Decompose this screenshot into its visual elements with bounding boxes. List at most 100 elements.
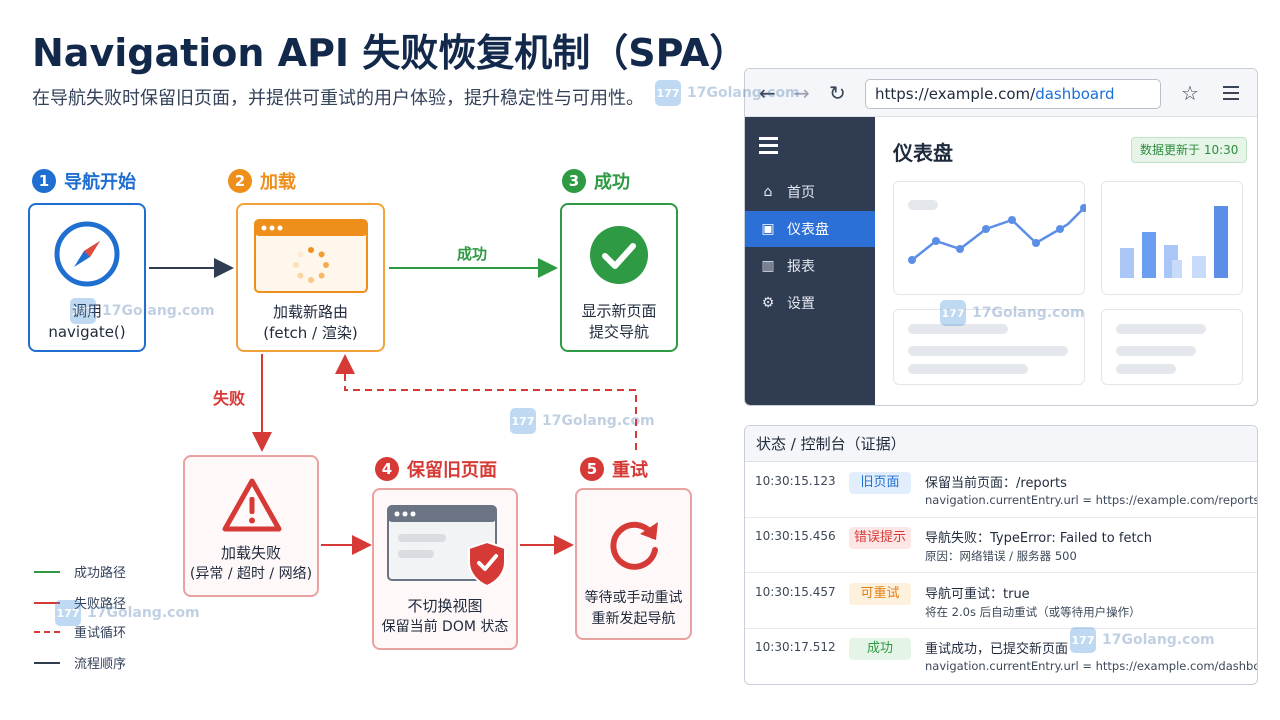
placeholder-card-2: [1101, 309, 1243, 385]
sidebar-item-settings-label: 设置: [787, 296, 815, 312]
loading-window-icon: [254, 219, 368, 293]
flow-arrows: [149, 258, 637, 555]
dashboard-title: 仪表盘: [893, 141, 953, 165]
arrow-success-label: 成功: [457, 245, 488, 263]
sidebar-item-reports[interactable]: ▥ 报表: [745, 248, 875, 284]
step-1-title: 导航开始: [64, 172, 136, 193]
log-row: 10:30:15.457 可重试 导航可重试：true 将在 2.0s 后自动重…: [745, 573, 1257, 629]
legend-label-order: 流程顺序: [74, 657, 127, 672]
fail-box: 加载失败 (异常 / 超时 / 网络): [183, 455, 319, 597]
log-time: 10:30:15.457: [755, 585, 836, 599]
legend-item-fail: 失败路径: [34, 593, 126, 612]
sidebar-item-reports-label: 报表: [787, 259, 815, 275]
log-message: 导航可重试：true: [925, 587, 1030, 602]
log-message: 重试成功，已提交新页面: [925, 642, 1069, 657]
hamburger-icon[interactable]: [759, 137, 778, 154]
fail-line-2: (异常 / 超时 / 网络): [189, 566, 313, 582]
compass-icon: [54, 221, 120, 287]
dashboard-icon: ▣: [761, 221, 775, 237]
fail-line-1: 加载失败: [220, 544, 281, 562]
bar-chart-thumbnail: [1120, 206, 1228, 278]
skeleton-bar: [908, 364, 1028, 374]
menu-icon[interactable]: [1223, 86, 1239, 100]
step-2-number: 2: [228, 169, 252, 193]
step-3-number: 3: [562, 169, 586, 193]
legend-item-success: 成功路径: [34, 562, 126, 581]
star-icon[interactable]: ☆: [1181, 81, 1199, 105]
log-detail: navigation.currentEntry.url = https://ex…: [925, 493, 1258, 507]
step-4-line-1: 不切换视图: [407, 597, 483, 615]
step-1-line-1: 调用: [71, 302, 102, 320]
log-badge-success: 成功: [849, 638, 911, 660]
log-time: 10:30:17.512: [755, 640, 836, 654]
legend-item-order: 流程顺序: [34, 653, 126, 672]
log-detail: 将在 2.0s 后自动重试（或等待用户操作）: [925, 605, 1141, 619]
skeleton-bar: [1116, 364, 1176, 374]
log-message: 保留当前页面：/reports: [925, 476, 1067, 491]
warning-icon: [222, 478, 282, 532]
step-3-title: 成功: [594, 172, 630, 193]
bar-chart-card: [1101, 181, 1243, 295]
back-icon[interactable]: ←: [759, 81, 776, 105]
step-4-number: 4: [375, 457, 399, 481]
page-subtitle: 在导航失败时保留旧页面，并提供可重试的用户体验，提升稳定性与可用性。: [32, 88, 644, 109]
url-bar[interactable]: https://example.com/dashboard: [865, 79, 1161, 109]
step-2-title: 加载: [260, 172, 296, 193]
skeleton-bar: [908, 346, 1068, 356]
log-row: 10:30:15.123 旧页面 保留当前页面：/reports navigat…: [745, 462, 1257, 518]
log-row: 10:30:17.512 成功 重试成功，已提交新页面 navigation.c…: [745, 628, 1257, 684]
log-badge-error: 错误提示: [849, 527, 911, 549]
line-chart-card: [893, 181, 1086, 295]
url-prefix: https://example.com/: [875, 85, 1036, 103]
sidebar-item-settings[interactable]: ⚙ 设置: [745, 285, 875, 321]
step-5-box: 等待或手动重试 重新发起导航: [575, 488, 692, 640]
step-1-number: 1: [32, 169, 56, 193]
skeleton-bar: [908, 324, 1008, 334]
log-time: 10:30:15.456: [755, 529, 836, 543]
line-chart-thumbnail: [908, 204, 1086, 264]
step-4-line-2: 保留当前 DOM 状态: [381, 619, 509, 635]
step-5-label: 5 重试: [580, 456, 648, 482]
step-2-line-2: (fetch / 渲染): [263, 324, 358, 342]
skeleton-bar: [908, 200, 938, 210]
step-1-label: 1 导航开始: [32, 168, 136, 194]
sidebar-item-home-label: 首页: [787, 185, 815, 201]
step-1-line-2: navigate(): [48, 323, 126, 341]
step-3-box: 显示新页面 提交导航: [560, 203, 678, 352]
placeholder-card-1: [893, 309, 1085, 385]
step-5-title: 重试: [612, 460, 648, 481]
sidebar-item-dashboard[interactable]: ▣仪表盘: [745, 211, 875, 247]
skeleton-bar: [1116, 346, 1196, 356]
chart-icon: ▥: [761, 258, 775, 274]
log-badge-retryable: 可重试: [849, 583, 911, 605]
step-2-label: 2 加载: [228, 168, 296, 194]
step-5-number: 5: [580, 457, 604, 481]
url-path: dashboard: [1035, 85, 1115, 103]
browser-toolbar: ← → ↻ https://example.com/dashboard ☆: [745, 69, 1257, 117]
legend-label-fail: 失败路径: [74, 597, 127, 612]
skeleton-bar: [1116, 324, 1206, 334]
app-sidebar: ⌂首页 ▣仪表盘 ▥ 报表 ⚙ 设置: [745, 117, 875, 405]
step-2-line-1: 加载新路由: [272, 303, 348, 321]
step-4-title: 保留旧页面: [407, 460, 497, 481]
log-badge-old-page: 旧页面: [849, 472, 911, 494]
sidebar-item-home[interactable]: ⌂首页: [745, 174, 875, 210]
shield-window-icon: [387, 505, 506, 588]
gear-icon: ⚙: [761, 295, 775, 311]
step-3-line-1: 显示新页面: [581, 302, 657, 320]
log-time: 10:30:15.123: [755, 474, 836, 488]
step-5-line-1: 等待或手动重试: [584, 590, 683, 606]
step-4-label: 4 保留旧页面: [375, 456, 497, 482]
log-detail: navigation.currentEntry.url = https://ex…: [925, 659, 1258, 673]
log-message: 导航失败：TypeError: Failed to fetch: [925, 531, 1152, 546]
arrow-fail-label: 失败: [213, 389, 246, 408]
legend-line-order: [34, 661, 60, 664]
forward-icon[interactable]: →: [793, 81, 810, 105]
step-2-box: 加载新路由 (fetch / 渲染): [236, 203, 385, 352]
legend-item-retry: 重试循环: [34, 622, 126, 641]
legend-label-success: 成功路径: [74, 566, 127, 581]
reload-icon[interactable]: ↻: [829, 81, 846, 105]
step-3-label: 3 成功: [562, 168, 630, 194]
step-5-line-2: 重新发起导航: [591, 611, 676, 627]
legend-label-retry: 重试循环: [74, 626, 127, 641]
